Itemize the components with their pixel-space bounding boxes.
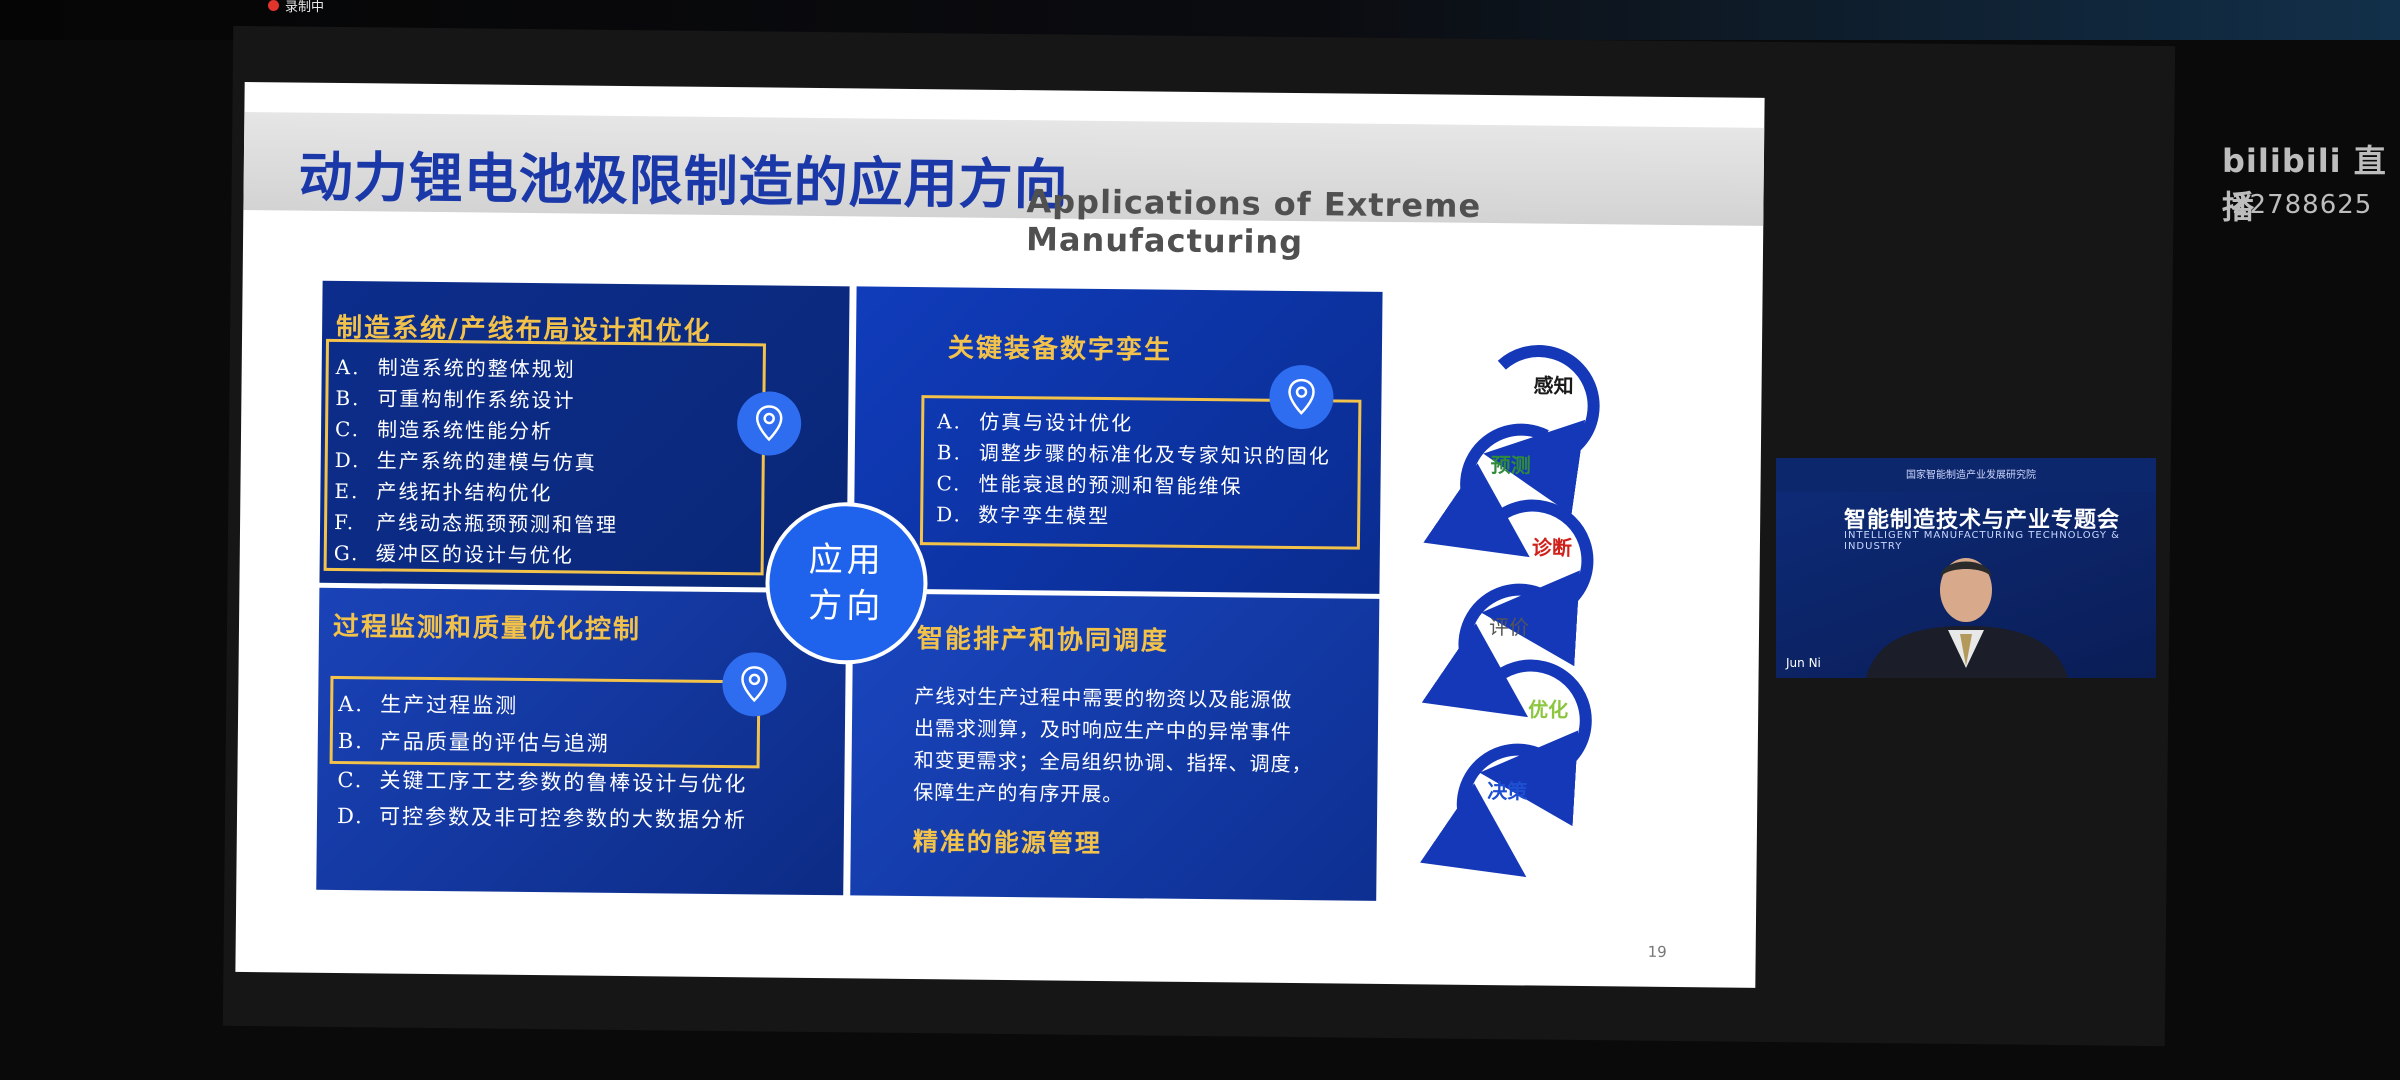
panel-title: 过程监测和质量优化控制: [332, 611, 642, 646]
cycle-arrow: [1481, 499, 1594, 667]
cycle-arrow: [1479, 659, 1592, 827]
list-item: B.可重构制作系统设计: [335, 385, 576, 413]
list-item: C.制造系统性能分析: [334, 416, 554, 444]
cycle-arrow: [1419, 743, 1546, 878]
organizer-name: 国家智能制造产业发展研究院: [1906, 470, 2036, 481]
location-pin-icon: [722, 652, 787, 717]
list-item: D.生产系统的建模与仿真: [334, 447, 597, 475]
list-item: G.缓冲区的设计与优化: [333, 540, 574, 568]
list-item: A.制造系统的整体规划: [335, 354, 576, 382]
highlight-text: 精准的能源管理: [912, 827, 1102, 858]
cycle-arrow: [1423, 423, 1549, 558]
page-number: 19: [1647, 942, 1667, 961]
live-room-id: 22788625: [2232, 190, 2373, 220]
list-item: B.调整步骤的标准化及专家知识的固化: [936, 440, 1331, 469]
speaker-avatar: [1866, 558, 2068, 678]
cycle-arrow: [1483, 345, 1600, 515]
description-line: 和变更需求；全局组织协调、指挥、调度，: [913, 748, 1313, 777]
cycle-label-optimize: 优化: [1528, 697, 1569, 722]
cycle-label-evaluate: 评价: [1488, 615, 1530, 640]
list-item: E.产线拓扑结构优化: [334, 478, 553, 506]
panel-digital-twin: 关键装备数字孪生 A.仿真与设计优化 B.调整步骤的标准化及专家知识的固化 C.…: [853, 286, 1383, 594]
list-item: C.性能衰退的预测和智能维保: [936, 471, 1243, 499]
list-item: D.可控参数及非可控参数的大数据分析: [336, 803, 748, 833]
cycle-label-decide: 决策: [1487, 779, 1528, 804]
list-item: B.产品质量的评估与追溯: [337, 728, 610, 756]
list-item: A.仿真与设计优化: [937, 409, 1134, 436]
cycle-arrow: [1421, 583, 1548, 718]
banner-top: [1776, 458, 2156, 492]
presentation-window: 动力锂电池极限制造的应用方向 Applications of Extreme M…: [222, 25, 2176, 1047]
center-label-1: 应用: [808, 539, 885, 581]
location-pin-icon: [1269, 364, 1334, 430]
list-item: F.产线动态瓶颈预测和管理: [333, 509, 619, 537]
speaker-video[interactable]: 国家智能制造产业发展研究院 智能制造技术与产业专题会 INTELLIGENT M…: [1776, 458, 2156, 678]
location-pin-icon: [736, 391, 802, 456]
speaker-name: Jun Ni: [1786, 656, 1821, 670]
conference-subtitle: INTELLIGENT MANUFACTURING TECHNOLOGY & I…: [1844, 530, 2120, 552]
description-line: 出需求测算，及时响应生产中的异常事件: [913, 716, 1293, 744]
list-item: D.数字孪生模型: [936, 502, 1111, 529]
slide-subtitle: Applications of Extreme Manufacturing: [1025, 182, 1482, 262]
recording-label: 录制中: [285, 0, 325, 15]
description-line: 产线对生产过程中需要的物资以及能源做: [914, 684, 1293, 712]
recording-indicator: 录制中: [268, 0, 325, 15]
list-item: C.关键工序工艺参数的鲁棒设计与优化: [337, 767, 748, 797]
panel-system-layout: 制造系统/产线布局设计和优化 A.制造系统的整体规划 B.可重构制作系统设计 C…: [319, 280, 850, 589]
record-icon: [268, 0, 279, 11]
panel-scheduling: 智能排产和协同调度 产线对生产过程中需要的物资以及能源做 出需求测算，及时响应生…: [850, 593, 1380, 901]
description-line: 保障生产的有序开展。: [913, 780, 1124, 807]
center-label-2: 方向: [808, 585, 885, 627]
cycle-label-sense: 感知: [1533, 373, 1574, 398]
list-item: A.生产过程监测: [338, 691, 519, 718]
panel-process-monitoring: 过程监测和质量优化控制 A.生产过程监测 B.产品质量的评估与追溯 C.关键工序…: [316, 587, 847, 896]
panel-title: 关键装备数字孪生: [947, 333, 1173, 366]
conference-title: 智能制造技术与产业专题会: [1844, 508, 2121, 533]
cycle-label-diagnose: 诊断: [1531, 535, 1573, 560]
panel-title: 智能排产和协同调度: [916, 624, 1170, 657]
cycle-label-predict: 预测: [1490, 453, 1531, 478]
slide-title: 动力锂电池极限制造的应用方向: [298, 145, 1069, 217]
slide: 动力锂电池极限制造的应用方向 Applications of Extreme M…: [235, 81, 1765, 988]
center-circle: 应用 方向: [764, 501, 929, 666]
cycle-diagram: [1419, 345, 1600, 878]
bilibili-live-logo: bilibili 直播: [2222, 142, 2387, 226]
